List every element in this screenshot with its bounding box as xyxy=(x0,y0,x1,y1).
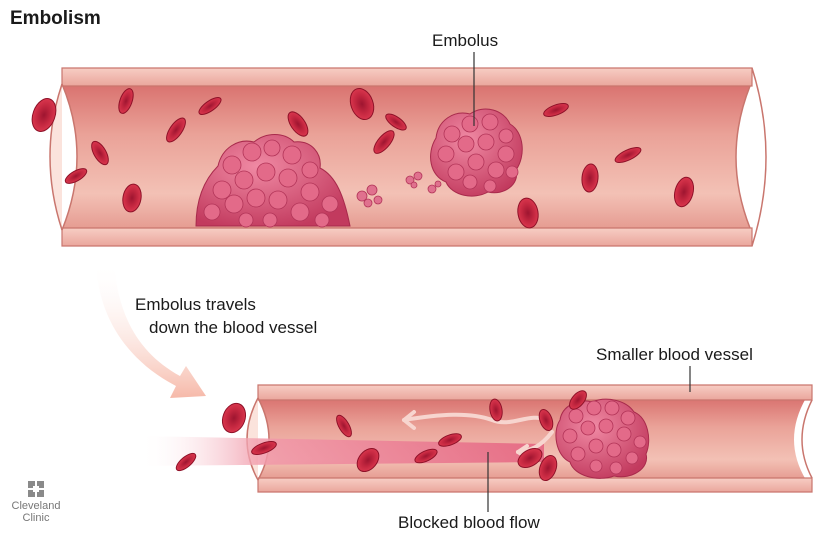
smaller-vessel-label: Smaller blood vessel xyxy=(596,344,753,367)
embolus-travels-line2: down the blood vessel xyxy=(135,317,317,340)
embolus-label: Embolus xyxy=(432,30,498,53)
page-title: Embolism xyxy=(10,6,101,32)
cleveland-clinic-logo: Cleveland Clinic xyxy=(6,480,66,524)
logo-mark-icon xyxy=(27,480,45,498)
smaller-blood-vessel xyxy=(247,385,812,492)
logo-line2: Clinic xyxy=(6,512,66,524)
large-blood-vessel xyxy=(50,68,766,246)
embolus-travels-label: Embolus travels down the blood vessel xyxy=(135,294,317,340)
blocked-flow-label: Blocked blood flow xyxy=(398,512,540,535)
embolus-travels-line1: Embolus travels xyxy=(135,294,317,317)
logo-line1: Cleveland xyxy=(6,500,66,512)
